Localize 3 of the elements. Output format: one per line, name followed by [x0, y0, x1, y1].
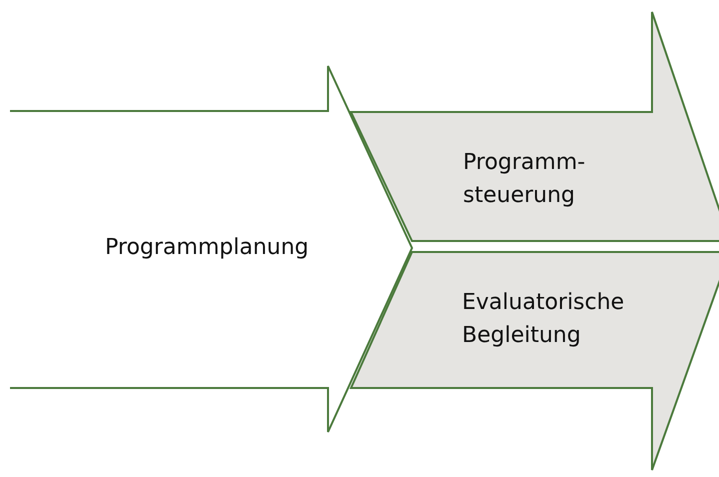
- node-label: Programm- steuerung: [463, 149, 586, 210]
- node-label: Programmplanung: [105, 234, 310, 262]
- node-label: Evaluatorische Begleitung: [462, 289, 626, 350]
